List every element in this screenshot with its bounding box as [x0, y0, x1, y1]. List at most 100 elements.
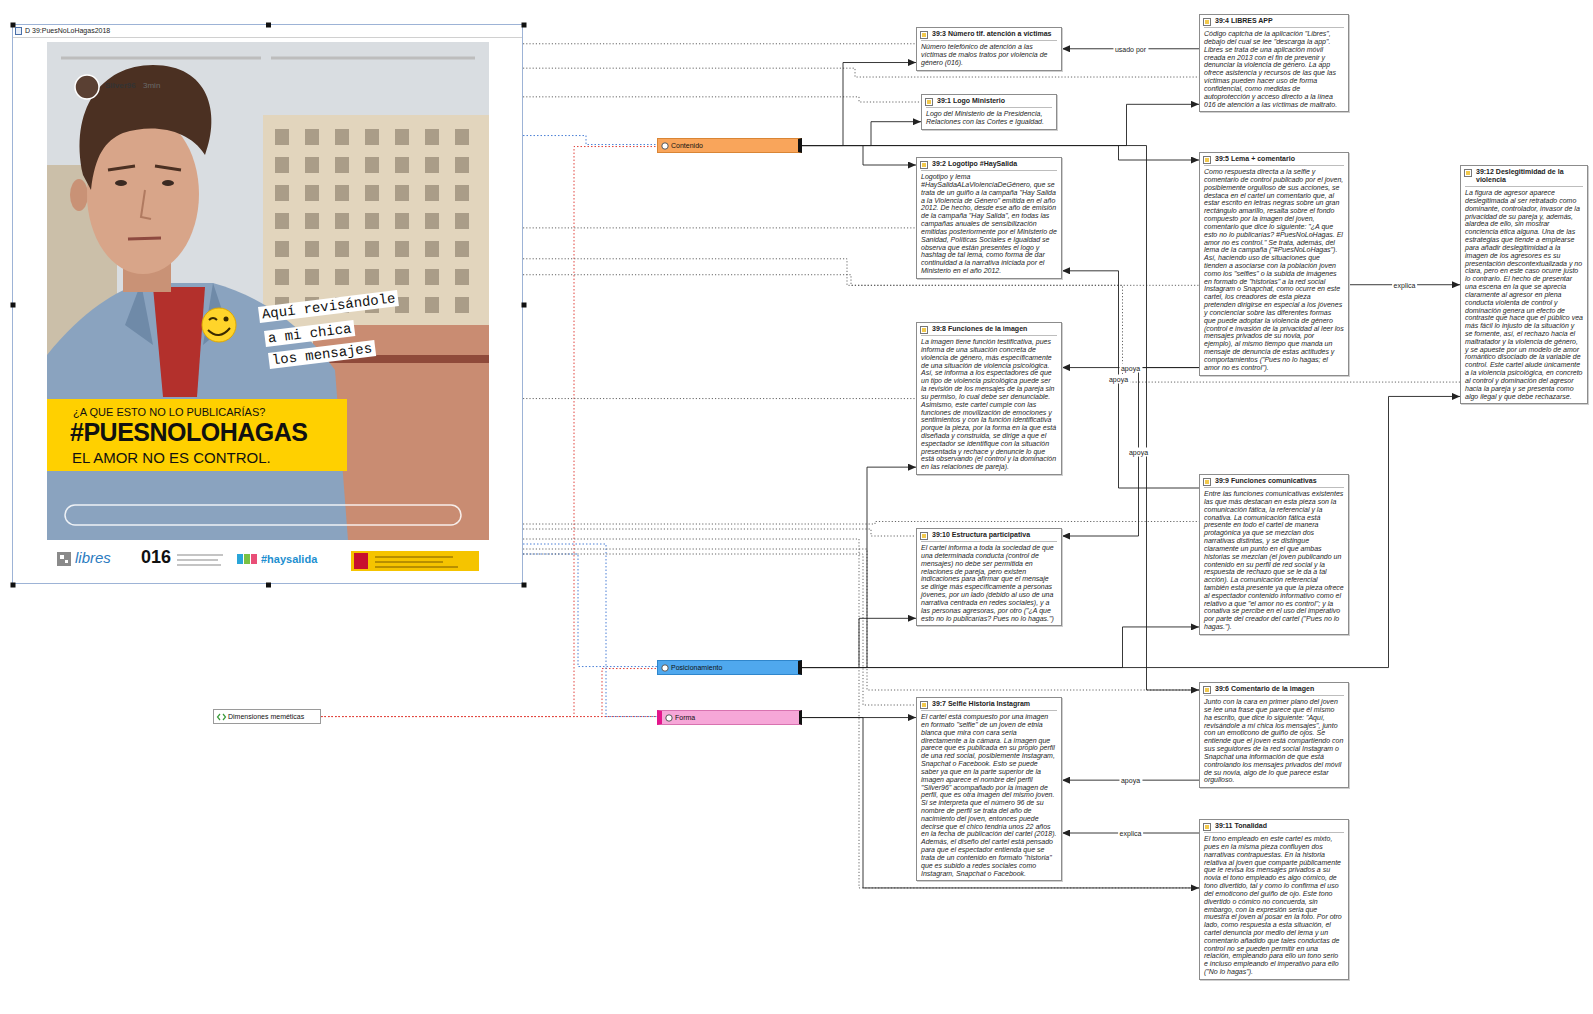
qr-code	[57, 552, 71, 566]
code-box: Forma	[657, 710, 802, 725]
icon-fill	[1466, 171, 1470, 175]
icon-frame	[926, 99, 933, 106]
icon-brackets	[218, 714, 226, 720]
quotation-icon	[920, 161, 928, 169]
quotation-box: 39:11 Tonalidad El tono empleado en este …	[1199, 819, 1349, 980]
selection-handle	[522, 23, 527, 28]
window	[425, 157, 439, 173]
quotation-body: Junto con la cara en primer plano del jo…	[1204, 698, 1344, 784]
code-box: Posicionamiento	[657, 660, 802, 675]
relation-label: explica	[1392, 280, 1418, 289]
quotation-box: 39:10 Estructura participativaEl cartel …	[916, 528, 1062, 626]
icon-frame	[921, 702, 928, 709]
window	[395, 241, 409, 257]
icon-frame	[921, 327, 928, 334]
membership-link	[523, 398, 916, 399]
quotation-body: El tono empleado en este cartel es mixto…	[1204, 835, 1344, 976]
quotation-box: 39:7 Selfie Historia InstagramEl cartel …	[916, 697, 1062, 881]
icon-circle	[662, 665, 668, 671]
icon-frame	[921, 32, 928, 39]
logo-016: 016	[141, 547, 171, 568]
quotation-box: 39:1 Logo MinisterioLogo del Ministerio …	[921, 94, 1057, 130]
icon-frame	[1204, 824, 1211, 831]
quotation-box: 39:3 Número tlf. atención a víctimasNúme…	[916, 27, 1062, 71]
window	[425, 129, 439, 145]
window	[305, 129, 319, 145]
code-link	[802, 467, 916, 667]
quotation-title: 39:9 Funciones comunicativas	[1204, 477, 1344, 488]
poster-slogan: #PUESNOLOHAGAS	[70, 418, 307, 447]
quotation-title: 39:6 Comentario de la imagen	[1204, 685, 1344, 696]
nose	[141, 190, 151, 219]
code-name: Contenido	[671, 141, 792, 150]
quotation-icon	[920, 701, 928, 709]
quotation-icon	[920, 532, 928, 540]
icon-fill	[922, 328, 926, 332]
icon-frame	[921, 162, 928, 169]
membership-link	[523, 549, 1199, 690]
logo-libres: libres	[75, 549, 111, 566]
membership-link	[523, 227, 916, 228]
quotation-icon	[920, 326, 928, 334]
code-icon	[661, 142, 669, 150]
relation-label: apoya	[1119, 363, 1142, 372]
story-bar	[271, 57, 475, 60]
membership-link	[523, 97, 921, 102]
membership-link	[321, 669, 657, 717]
icon-fill	[1205, 825, 1209, 829]
eye	[115, 180, 127, 186]
window	[365, 157, 379, 173]
icon-fill	[922, 163, 926, 167]
quotation-title: 39:10 Estructura participativa	[921, 531, 1057, 542]
quotation-box: 39:6 Comentario de la imagenJunto con la…	[1199, 682, 1349, 788]
quotation-title: 39:2 Logotipo #HaySalida	[921, 160, 1057, 171]
quotation-title: 39:5 Lema + comentario	[1204, 155, 1344, 166]
code-name: Forma	[675, 713, 793, 722]
code-link	[802, 146, 916, 165]
window	[275, 269, 289, 285]
quotation-title: 39:8 Funciones de la imagen	[921, 325, 1057, 336]
code-link	[802, 618, 916, 667]
window	[335, 157, 349, 173]
selection-handle	[11, 23, 16, 28]
code-link	[802, 396, 1460, 667]
haysalida-icon	[251, 554, 257, 564]
membership-link	[523, 136, 657, 145]
quotation-box: 39:4 LIBRES APPCódigo captcha de la apli…	[1199, 14, 1349, 112]
window	[335, 241, 349, 257]
window	[425, 213, 439, 229]
window	[365, 185, 379, 201]
code-link	[802, 63, 916, 146]
quotation-title: 39:11 Tonalidad	[1204, 822, 1344, 833]
relation-link	[1062, 271, 1199, 488]
window	[275, 185, 289, 201]
code-link	[802, 122, 921, 146]
quotation-body: Entre las funciones comunicativas existe…	[1204, 490, 1344, 631]
window	[305, 241, 319, 257]
window	[305, 157, 319, 173]
code-icon	[665, 714, 673, 722]
window	[335, 269, 349, 285]
window	[455, 129, 469, 145]
window	[455, 157, 469, 173]
relation-label: apoya	[1127, 447, 1150, 456]
relation-label: apoya	[1119, 776, 1142, 785]
relation-label: usado por	[1113, 44, 1148, 53]
window	[455, 297, 469, 313]
window	[275, 157, 289, 173]
quotation-title: 39:1 Logo Ministerio	[926, 97, 1052, 108]
membership-link	[523, 522, 1199, 525]
membership-link	[523, 539, 1199, 888]
window	[335, 185, 349, 201]
eye	[162, 180, 174, 186]
quotation-icon	[1203, 823, 1211, 831]
poster-question: ¿A QUE ESTO NO LO PUBLICARÍAS?	[73, 406, 265, 418]
window	[455, 185, 469, 201]
quotation-box: 39:9 Funciones comunicativasEntre las fu…	[1199, 474, 1349, 635]
icon-fill	[1205, 20, 1209, 24]
emoji-eye	[209, 318, 217, 320]
code-link	[802, 627, 1199, 668]
window	[305, 213, 319, 229]
quotation-body: Código captcha de la aplicación "Libres"…	[1204, 30, 1344, 108]
quotation-body: Logo del Ministerio de la Presidencia, R…	[926, 110, 1052, 126]
